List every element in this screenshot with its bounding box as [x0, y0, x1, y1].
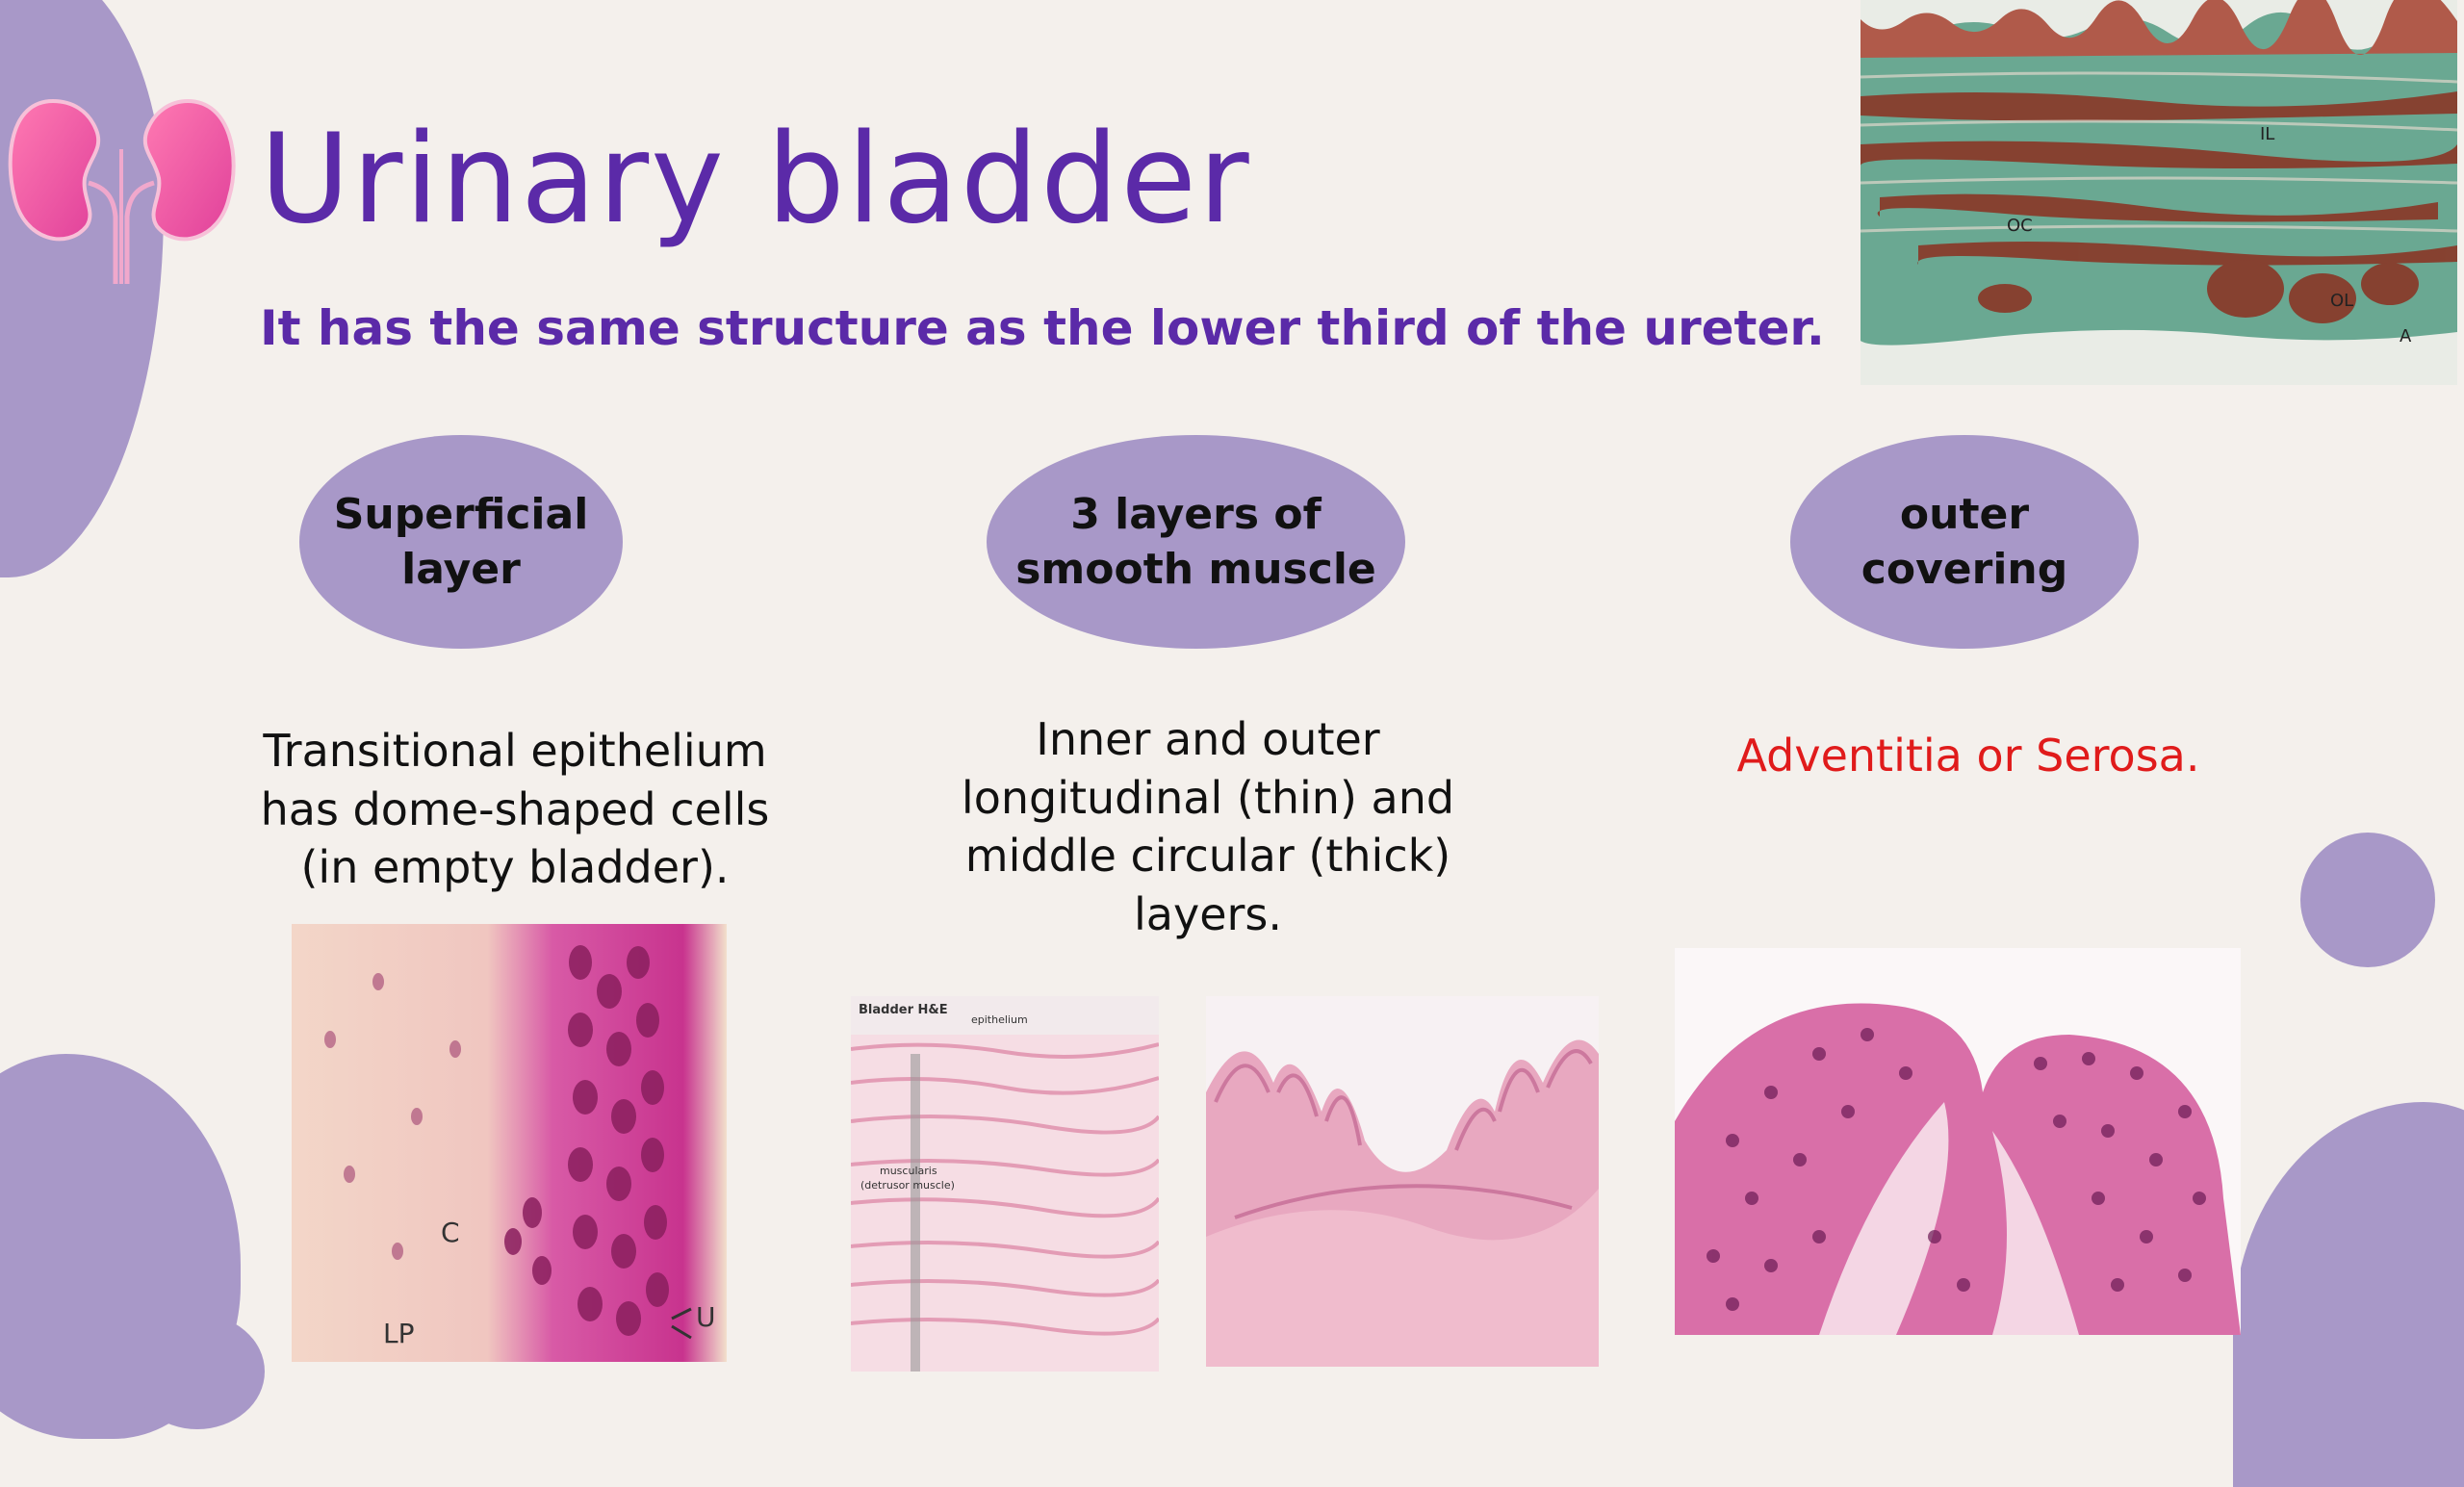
- decorative-circle-right: [2300, 833, 2435, 967]
- heading-line: layer: [401, 545, 521, 594]
- histology-label-il: IL: [2260, 124, 2274, 144]
- histology-label-oc: OC: [2007, 216, 2033, 236]
- he-label-muscularis: muscularis: [880, 1165, 937, 1177]
- smooth-muscle-heading: 3 layers of smooth muscle: [987, 435, 1405, 649]
- page-subtitle: It has the same structure as the lower t…: [260, 300, 1825, 356]
- description-line: has dome-shaped cells: [260, 782, 770, 835]
- epithelium-label-lp: LP: [383, 1318, 414, 1349]
- smooth-muscle-description: Inner and outer longitudinal (thin) and …: [886, 710, 1530, 944]
- decorative-blob-bottom-right: [2233, 1102, 2464, 1487]
- description-line: layers.: [1134, 888, 1282, 941]
- histology-label-a: A: [2400, 326, 2412, 346]
- heading-line: outer covering: [1861, 489, 2068, 594]
- heading-line: Superficial: [333, 489, 589, 539]
- description-line: middle circular (thick): [964, 830, 1451, 883]
- description-line: Transitional epithelium: [263, 725, 767, 777]
- superficial-layer-description: Transitional epithelium has dome-shaped …: [192, 722, 837, 897]
- histology-label-ol: OL: [2330, 291, 2353, 311]
- epithelium-label-c: C: [441, 1217, 460, 1248]
- heading-line: 3 layers of: [1070, 489, 1322, 539]
- decorative-blob-bottom-small: [130, 1314, 265, 1429]
- bladder-wall-histology-image: IL OC OL A: [1861, 0, 2457, 385]
- outer-covering-description: Adventitia or Serosa.: [1656, 727, 2281, 785]
- he-label-detrusor: (detrusor muscle): [860, 1179, 955, 1192]
- transitional-epithelium-image: C LP U: [292, 924, 727, 1362]
- superficial-layer-heading: Superficial layer: [299, 435, 623, 649]
- bladder-he-muscularis-image: Bladder H&E epithelium muscularis (detru…: [851, 996, 1159, 1372]
- bladder-mucosa-folds-image: [1206, 996, 1599, 1367]
- description-line: (in empty bladder).: [300, 841, 730, 894]
- he-label-title: Bladder H&E: [859, 1003, 948, 1017]
- outer-covering-heading: outer covering: [1790, 435, 2139, 649]
- description-line: longitudinal (thin) and: [961, 771, 1455, 824]
- epithelium-label-u: U: [696, 1301, 716, 1333]
- description-line: Adventitia or Serosa.: [1736, 730, 2200, 782]
- heading-line: smooth muscle: [1015, 545, 1376, 594]
- urothelium-closeup-image: [1675, 948, 2241, 1335]
- description-line: Inner and outer: [1036, 713, 1380, 765]
- page-title: Urinary bladder: [260, 108, 1251, 251]
- he-label-epithelium: epithelium: [971, 1013, 1028, 1026]
- kidneys-icon: [8, 98, 236, 284]
